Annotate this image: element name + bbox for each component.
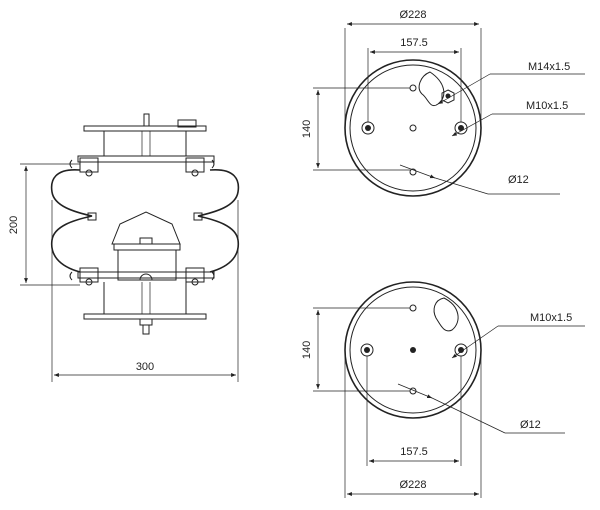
width-dimension-label: 300 (136, 361, 154, 373)
top-bolt-spacing-label: 157.5 (400, 37, 428, 49)
top-m14-label: M14x1.5 (528, 61, 570, 73)
bellows-right (197, 169, 240, 273)
bottom-stud (139, 318, 153, 326)
bottom-hole-label: Ø12 (520, 419, 541, 431)
bottom-bolt-spacing-label: 157.5 (400, 446, 428, 458)
side-view: 200 300 (8, 113, 240, 382)
bellows-left (50, 169, 93, 273)
top-m10-label: M10x1.5 (526, 100, 568, 112)
inner-piston (117, 249, 177, 281)
bottom-diameter-label: Ø228 (400, 479, 427, 491)
bottom-vertical-label: 140 (301, 341, 313, 359)
top-diameter-label: Ø228 (400, 9, 427, 21)
height-dimension-label: 200 (8, 216, 20, 234)
upper-bead-ring (77, 155, 215, 163)
top-plate-block (177, 119, 197, 128)
m14-hex (441, 89, 455, 104)
bottom-plate (83, 313, 207, 320)
top-vertical-label: 140 (301, 120, 313, 138)
bottom-m10-label: M10x1.5 (530, 312, 572, 324)
bump-stop-cone (111, 211, 181, 245)
bottom-view: 140 157.5 Ø228 M10x1.5 Ø12 (301, 281, 585, 498)
top-stud (143, 113, 150, 127)
top-view: Ø228 157.5 140 M14x1.5 M10x1.5 Ø12 (301, 9, 585, 197)
top-hole-label: Ø12 (508, 174, 529, 186)
